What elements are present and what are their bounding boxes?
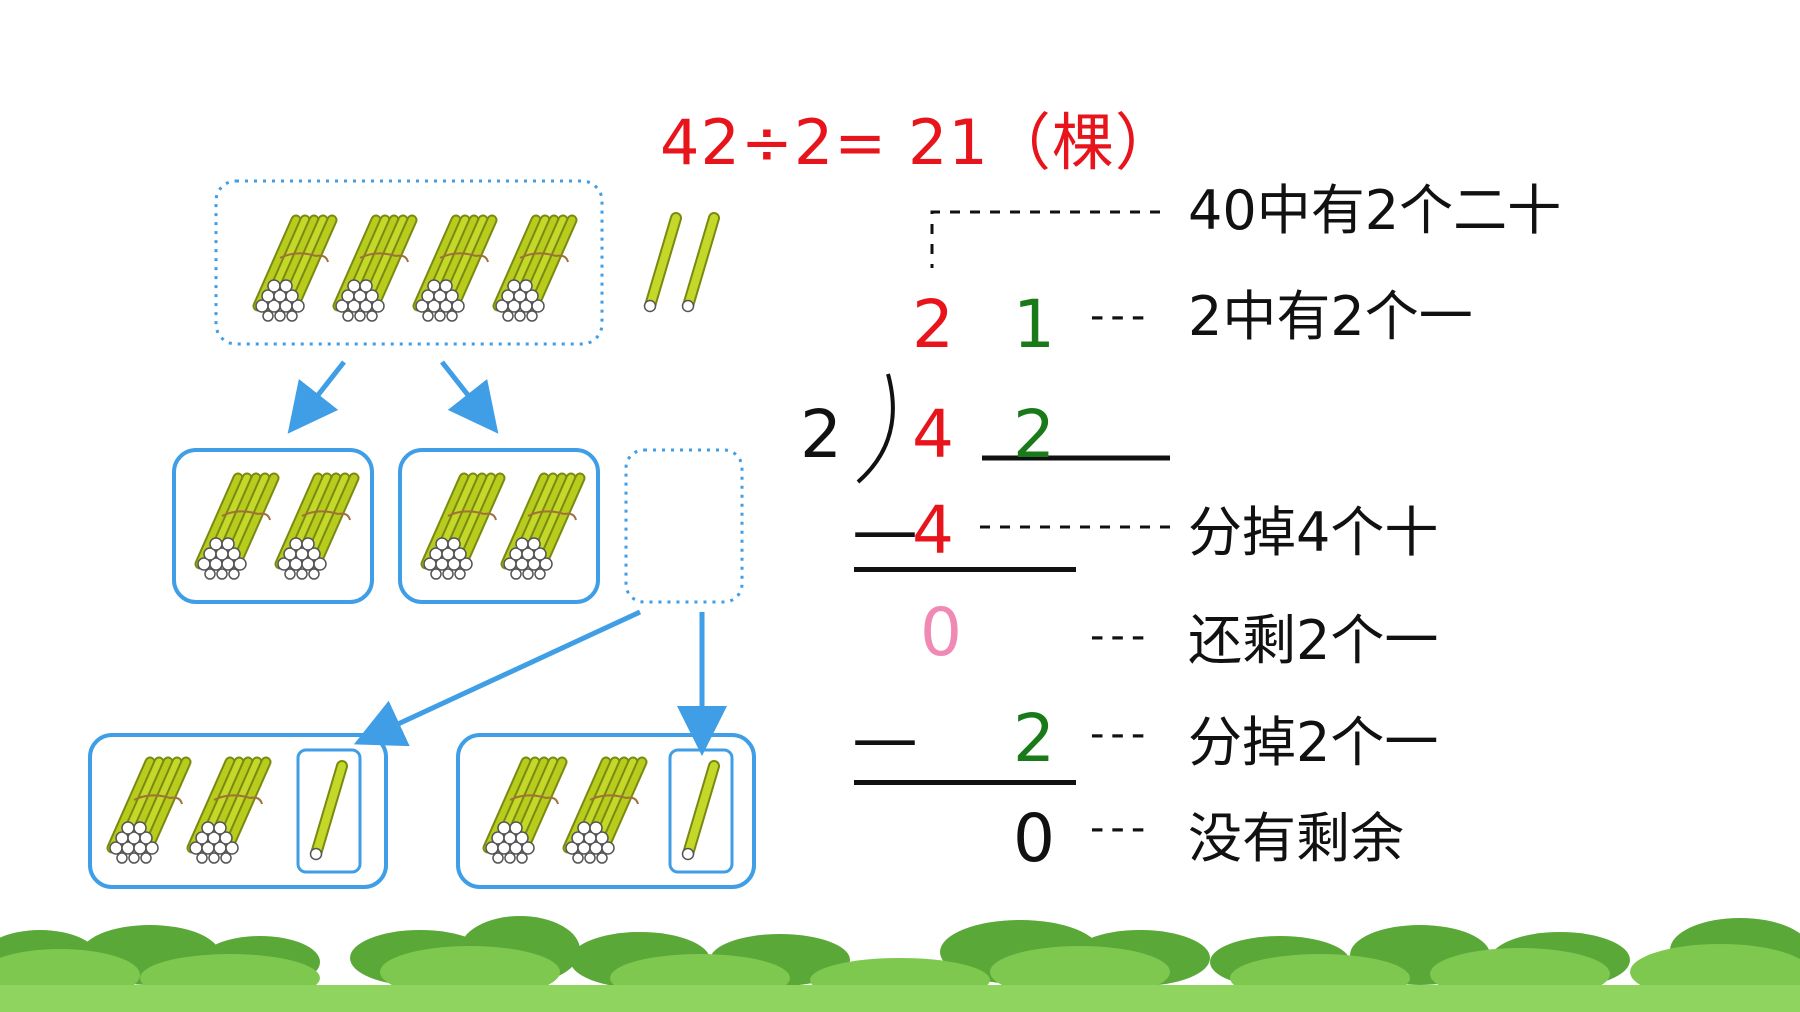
note-none: 没有剩余: [1188, 807, 1404, 870]
bottom-group-1: [88, 733, 388, 889]
note-remain: 还剩2个一: [1188, 609, 1439, 672]
minus-sign-1: —: [852, 492, 918, 569]
division-line-2: [854, 780, 1076, 785]
quotient-tens: 2: [912, 286, 954, 363]
minus-sign-2: —: [852, 700, 918, 777]
dash-two: ---: [1090, 293, 1152, 339]
quotient-ones: 1: [1013, 286, 1055, 363]
division-line-1: [854, 567, 1076, 572]
dash-remain: ---: [1090, 613, 1152, 659]
subtract-tens: 4: [912, 492, 954, 569]
equation-title: 42÷2= 21（棵）: [660, 106, 1178, 179]
middle-group-2: [398, 448, 600, 604]
dashed-leader-40: [930, 210, 1160, 268]
dividend-tens: 4: [912, 396, 954, 473]
dash-none: ---: [1090, 805, 1152, 851]
top-group-box: [214, 179, 604, 346]
final-remainder: 0: [1013, 800, 1055, 877]
divisor: 2: [800, 396, 842, 473]
middle-group-1: [172, 448, 374, 604]
subtract-ones: 2: [1013, 700, 1055, 777]
note-sub2: 分掉2个一: [1188, 711, 1439, 774]
note-forty: 40中有2个二十: [1188, 179, 1562, 242]
dash-sub2: ---: [1090, 711, 1152, 757]
note-two: 2中有2个一: [1188, 285, 1473, 348]
dividend-ones: 2: [1013, 396, 1055, 473]
remainder-tens: 0: [920, 594, 962, 671]
bottom-group-2: [456, 733, 756, 889]
division-bracket: [856, 373, 895, 484]
note-sub4: 分掉4个十: [1188, 501, 1439, 564]
